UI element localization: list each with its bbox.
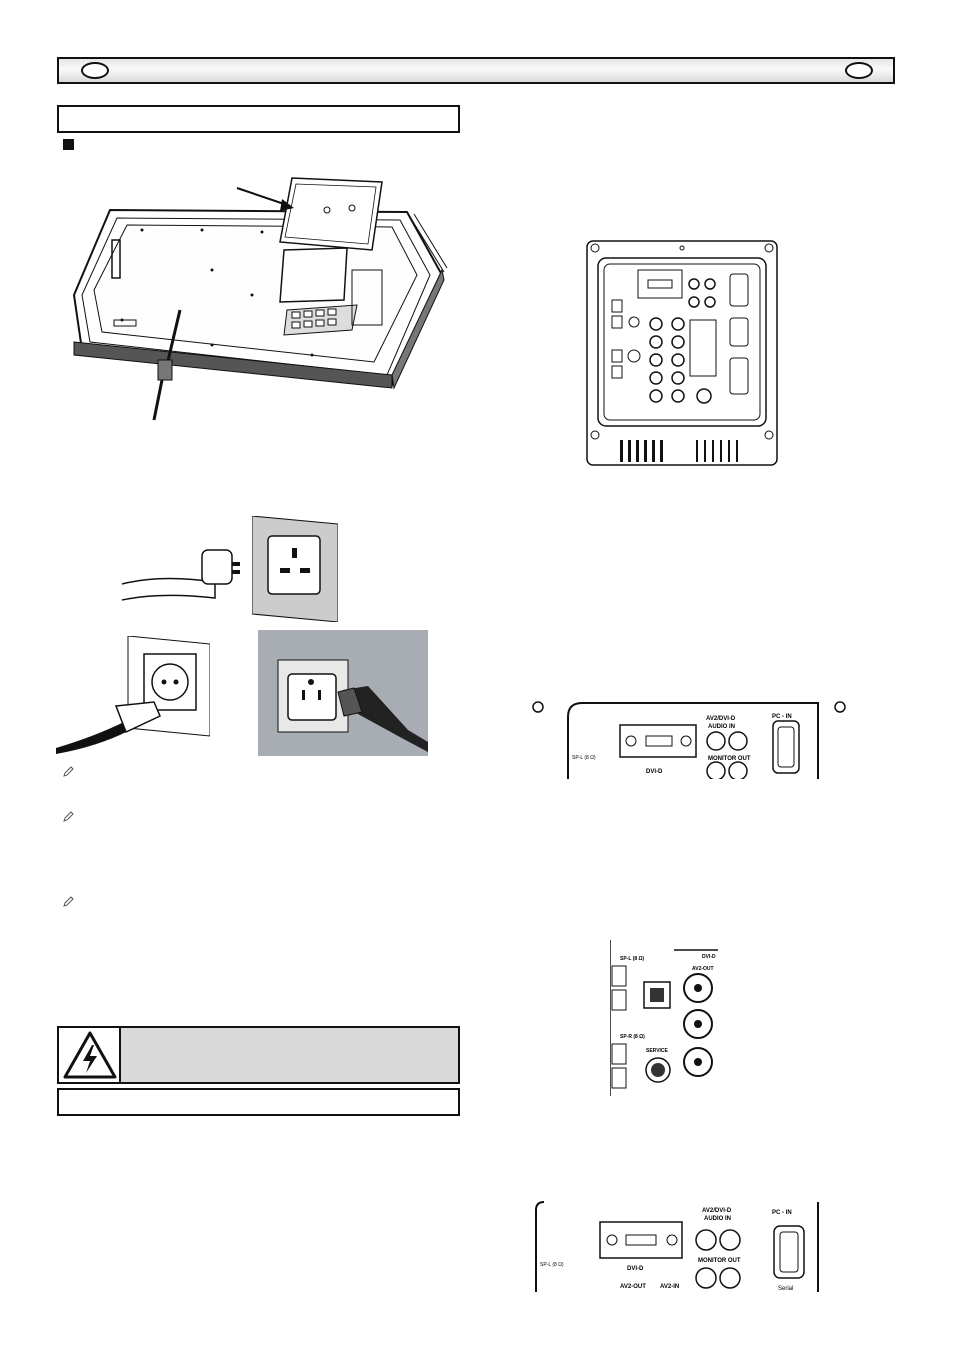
svg-text:SP-L (8 Ω): SP-L (8 Ω) xyxy=(540,1262,564,1268)
high-voltage-warning-icon xyxy=(63,1031,117,1079)
svg-text:DVI-D: DVI-D xyxy=(627,1266,644,1272)
monitor-closeup-illustration: AV2/DVI-D AUDIO IN PC - IN DVI-D MONITOR… xyxy=(535,1201,819,1292)
page-header-bar xyxy=(57,57,895,84)
bullet-square-icon xyxy=(63,139,74,150)
svg-text:AUDIO IN: AUDIO IN xyxy=(708,724,735,730)
svg-text:SP-L (8 Ω): SP-L (8 Ω) xyxy=(572,755,596,761)
terminal-panel-illustration xyxy=(586,240,778,466)
svg-text:AUDIO IN: AUDIO IN xyxy=(704,1216,731,1222)
warning-block xyxy=(57,1026,460,1084)
uk-plug-illustration xyxy=(121,549,240,601)
us-socket-illustration xyxy=(258,630,428,756)
left-badge-oval xyxy=(81,62,109,79)
svg-text:SP-R (8 Ω): SP-R (8 Ω) xyxy=(620,1034,645,1040)
svg-text:SERVICE: SERVICE xyxy=(646,1048,669,1054)
tv-back-illustration xyxy=(72,177,448,421)
section-title-box xyxy=(57,105,460,133)
svg-text:SP-L (8 Ω): SP-L (8 Ω) xyxy=(620,956,645,962)
uk-socket-illustration xyxy=(252,516,338,622)
svg-text:AV2-IN: AV2-IN xyxy=(660,1284,679,1290)
svg-text:PC - IN: PC - IN xyxy=(772,714,792,720)
svg-text:MONITOR OUT: MONITOR OUT xyxy=(708,756,751,762)
service-closeup-illustration: SP-L (8 Ω) SP-R (8 Ω) SERVICE AV2-OUT DV… xyxy=(610,940,718,1096)
pencil-note-icon xyxy=(63,896,74,907)
right-badge-oval xyxy=(845,62,873,79)
svg-text:AV2-OUT: AV2-OUT xyxy=(620,1284,646,1290)
warning-icon-cell xyxy=(59,1028,121,1082)
bottom-section-title-box xyxy=(57,1088,460,1116)
svg-text:Serial: Serial xyxy=(778,1286,793,1292)
pencil-note-icon xyxy=(63,811,74,822)
pencil-note-icon xyxy=(63,766,74,777)
svg-text:AV2/DVI-D: AV2/DVI-D xyxy=(702,1208,732,1214)
svg-text:DVI-D: DVI-D xyxy=(646,769,663,775)
svg-text:AV2-OUT: AV2-OUT xyxy=(692,966,714,972)
svg-text:AV2/DVI-D: AV2/DVI-D xyxy=(706,716,736,722)
svg-text:MONITOR OUT: MONITOR OUT xyxy=(698,1258,741,1264)
svg-text:DVI-D: DVI-D xyxy=(702,954,716,960)
dvi-closeup-illustration: AV2/DVI-D AUDIO IN PC - IN DVI-D MONITOR… xyxy=(532,701,846,779)
euro-socket-illustration xyxy=(56,636,210,754)
svg-text:PC - IN: PC - IN xyxy=(772,1210,792,1216)
